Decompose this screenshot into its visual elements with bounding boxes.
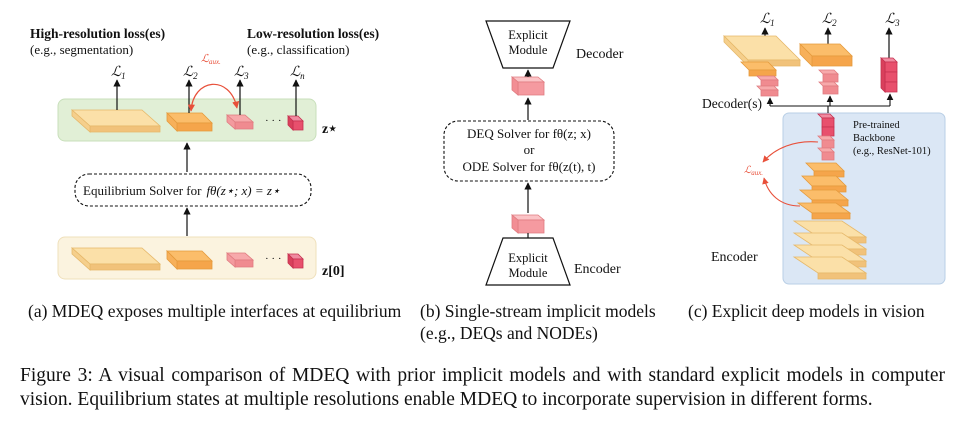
aux-curve-upper: [762, 141, 819, 163]
backbone-label-line2: Backbone: [853, 133, 895, 144]
decoder-module-line2: Module: [509, 43, 548, 57]
backbone-label-line1: Pre-trained: [853, 120, 900, 131]
z-star-label: z⋆: [322, 122, 337, 137]
caption-c: (c) Explicit deep models in vision: [688, 301, 925, 321]
decoder-2-stack: [799, 43, 853, 95]
decoder-explicit-module: [485, 20, 571, 69]
low-res-feature-slab: [225, 114, 255, 130]
mid-res-feature-slab: [166, 112, 213, 132]
decoder-1-stack: [723, 35, 801, 97]
init-ellipsis: · · ·: [265, 253, 282, 265]
backbone-label-line3: (e.g., ResNet-101): [853, 146, 931, 157]
c-loss-2-label: ℒ2: [822, 12, 837, 28]
high-res-loss-example: (e.g., segmentation): [30, 42, 133, 57]
init-mid-res-slab: [166, 250, 213, 270]
aux-curve-lower: [762, 177, 801, 207]
high-res-loss-title: High-resolution loss(es): [30, 26, 165, 41]
or-text: or: [524, 142, 536, 157]
high-res-feature-slab: [70, 109, 162, 133]
loss-1-label: ℒ1: [111, 65, 126, 81]
loss-n-label: ℒn: [290, 65, 305, 81]
decoder-3-stack: [880, 57, 898, 93]
figure-caption: Figure 3: A visual comparison of MDEQ wi…: [20, 365, 945, 410]
lowest-res-feature-cube: [287, 115, 304, 131]
low-res-loss-title: Low-resolution loss(es): [247, 26, 379, 41]
panel-b: Explicit Module Decoder DEQ Solver for f…: [443, 20, 624, 286]
decoder-feature-block: [510, 76, 546, 96]
c-aux-loss-label: ℒaux.: [744, 165, 763, 177]
equilibrium-solver-box: [74, 173, 312, 207]
encoder-feature-block: [510, 214, 546, 234]
encoder-explicit-module: [485, 237, 571, 286]
panel-a: High-resolution loss(es) (e.g., segmenta…: [30, 26, 379, 280]
init-low-res-slab: [225, 252, 255, 268]
caption-a: (a) MDEQ exposes multiple interfaces at …: [28, 301, 402, 321]
init-lowest-res-cube: [287, 253, 304, 269]
backbone-deep-cubes: [817, 113, 835, 161]
implicit-solver-box: [443, 120, 615, 182]
c-encoder-label: Encoder: [711, 250, 758, 265]
aux-loss-curve: [187, 83, 240, 112]
ode-solver-text: ODE Solver for fθ(z(t), t): [463, 159, 596, 174]
init-high-res-slab: [70, 247, 162, 271]
loss-3-label: ℒ3: [234, 65, 249, 81]
encoder-module-line1: Explicit: [508, 251, 548, 265]
low-res-loss-example: (e.g., classification): [247, 42, 350, 57]
loss-2-label: ℒ2: [183, 65, 198, 81]
caption-b: (b) Single-stream implicit models (e.g.,…: [420, 301, 656, 343]
ellipsis: · · ·: [265, 115, 282, 127]
c-loss-3-label: ℒ3: [885, 12, 900, 28]
backbone-early-stack: [792, 220, 868, 280]
deq-solver-text: DEQ Solver for fθ(z; x): [467, 126, 591, 141]
decoders-label: Decoder(s): [702, 96, 762, 111]
aux-loss-label: ℒaux.: [201, 53, 221, 66]
decoder-label: Decoder: [576, 47, 624, 62]
backbone-mid-stack: [796, 162, 852, 220]
c-loss-1-label: ℒ1: [760, 12, 775, 28]
z-zero-label: z[0]: [322, 264, 345, 279]
panel-c: ℒ1 ℒ2 ℒ3: [702, 12, 946, 285]
decoder-module-line1: Explicit: [508, 28, 548, 42]
encoder-label: Encoder: [574, 262, 621, 277]
encoder-module-line2: Module: [509, 266, 548, 280]
